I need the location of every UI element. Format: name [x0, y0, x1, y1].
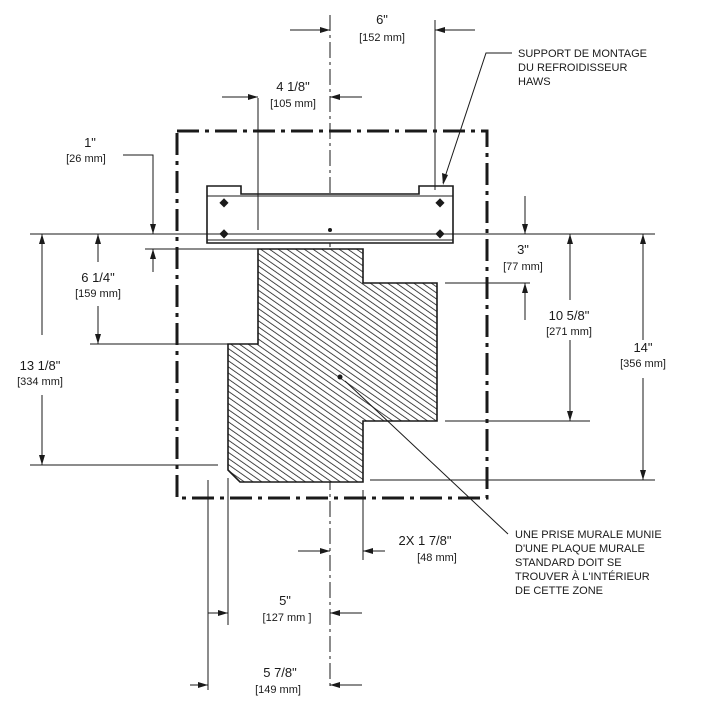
- dim-13-1-8-main: 13 1/8": [20, 358, 61, 373]
- dim-3-mm: [77 mm]: [503, 261, 543, 273]
- outlet-zone-hatched: [227, 248, 438, 483]
- dim-6-1-4-mm: [159 mm]: [75, 288, 121, 300]
- mounting-bracket: ◆ ◆ ◆ ◆: [206, 185, 454, 244]
- dim-5-mm: [127 mm ]: [263, 612, 312, 624]
- dim-6-mm: [152 mm]: [359, 32, 405, 44]
- outlet-zone-center-dot: [337, 374, 343, 380]
- dim-4-1-8-main: 4 1/8": [276, 79, 310, 94]
- dim-14-mm: [356 mm]: [620, 358, 666, 370]
- dim-1-mm: [26 mm]: [66, 153, 106, 165]
- outlet-leader-line: [344, 380, 509, 535]
- dim-10-5-8-main: 10 5/8": [549, 308, 590, 323]
- dim-13-1-8-mm: [334 mm]: [17, 376, 63, 388]
- svg-text:◆: ◆: [435, 226, 445, 240]
- cabinet-outline: [175, 129, 489, 500]
- bracket-leader-line: [442, 52, 512, 184]
- dim-2x-1-7-8-main: 2X 1 7/8": [398, 533, 451, 548]
- dim-3-main: 3": [517, 242, 529, 257]
- svg-text:◆: ◆: [219, 195, 229, 209]
- dim-14-main: 14": [633, 340, 652, 355]
- bracket-note: SUPPORT DE MONTAGE DU REFROIDISSEUR HAWS: [518, 48, 650, 88]
- dim-1-main: 1": [84, 135, 96, 150]
- dim-2x-1-7-8-mm: [48 mm]: [417, 552, 457, 564]
- dim-6-1-4-main: 6 1/4": [81, 270, 115, 285]
- dim-5-main: 5": [279, 593, 291, 608]
- outlet-note: UNE PRISE MURALE MUNIE D'UNE PLAQUE MURA…: [515, 529, 665, 597]
- svg-text:◆: ◆: [219, 226, 229, 240]
- svg-text:◆: ◆: [435, 195, 445, 209]
- dim-5-7-8-main: 5 7/8": [263, 665, 297, 680]
- dim-5-7-8-mm: [149 mm]: [255, 684, 301, 696]
- dim-4-1-8-mm: [105 mm]: [270, 98, 316, 110]
- dim-10-5-8-mm: [271 mm]: [546, 326, 592, 338]
- dim-6-main: 6": [376, 12, 388, 27]
